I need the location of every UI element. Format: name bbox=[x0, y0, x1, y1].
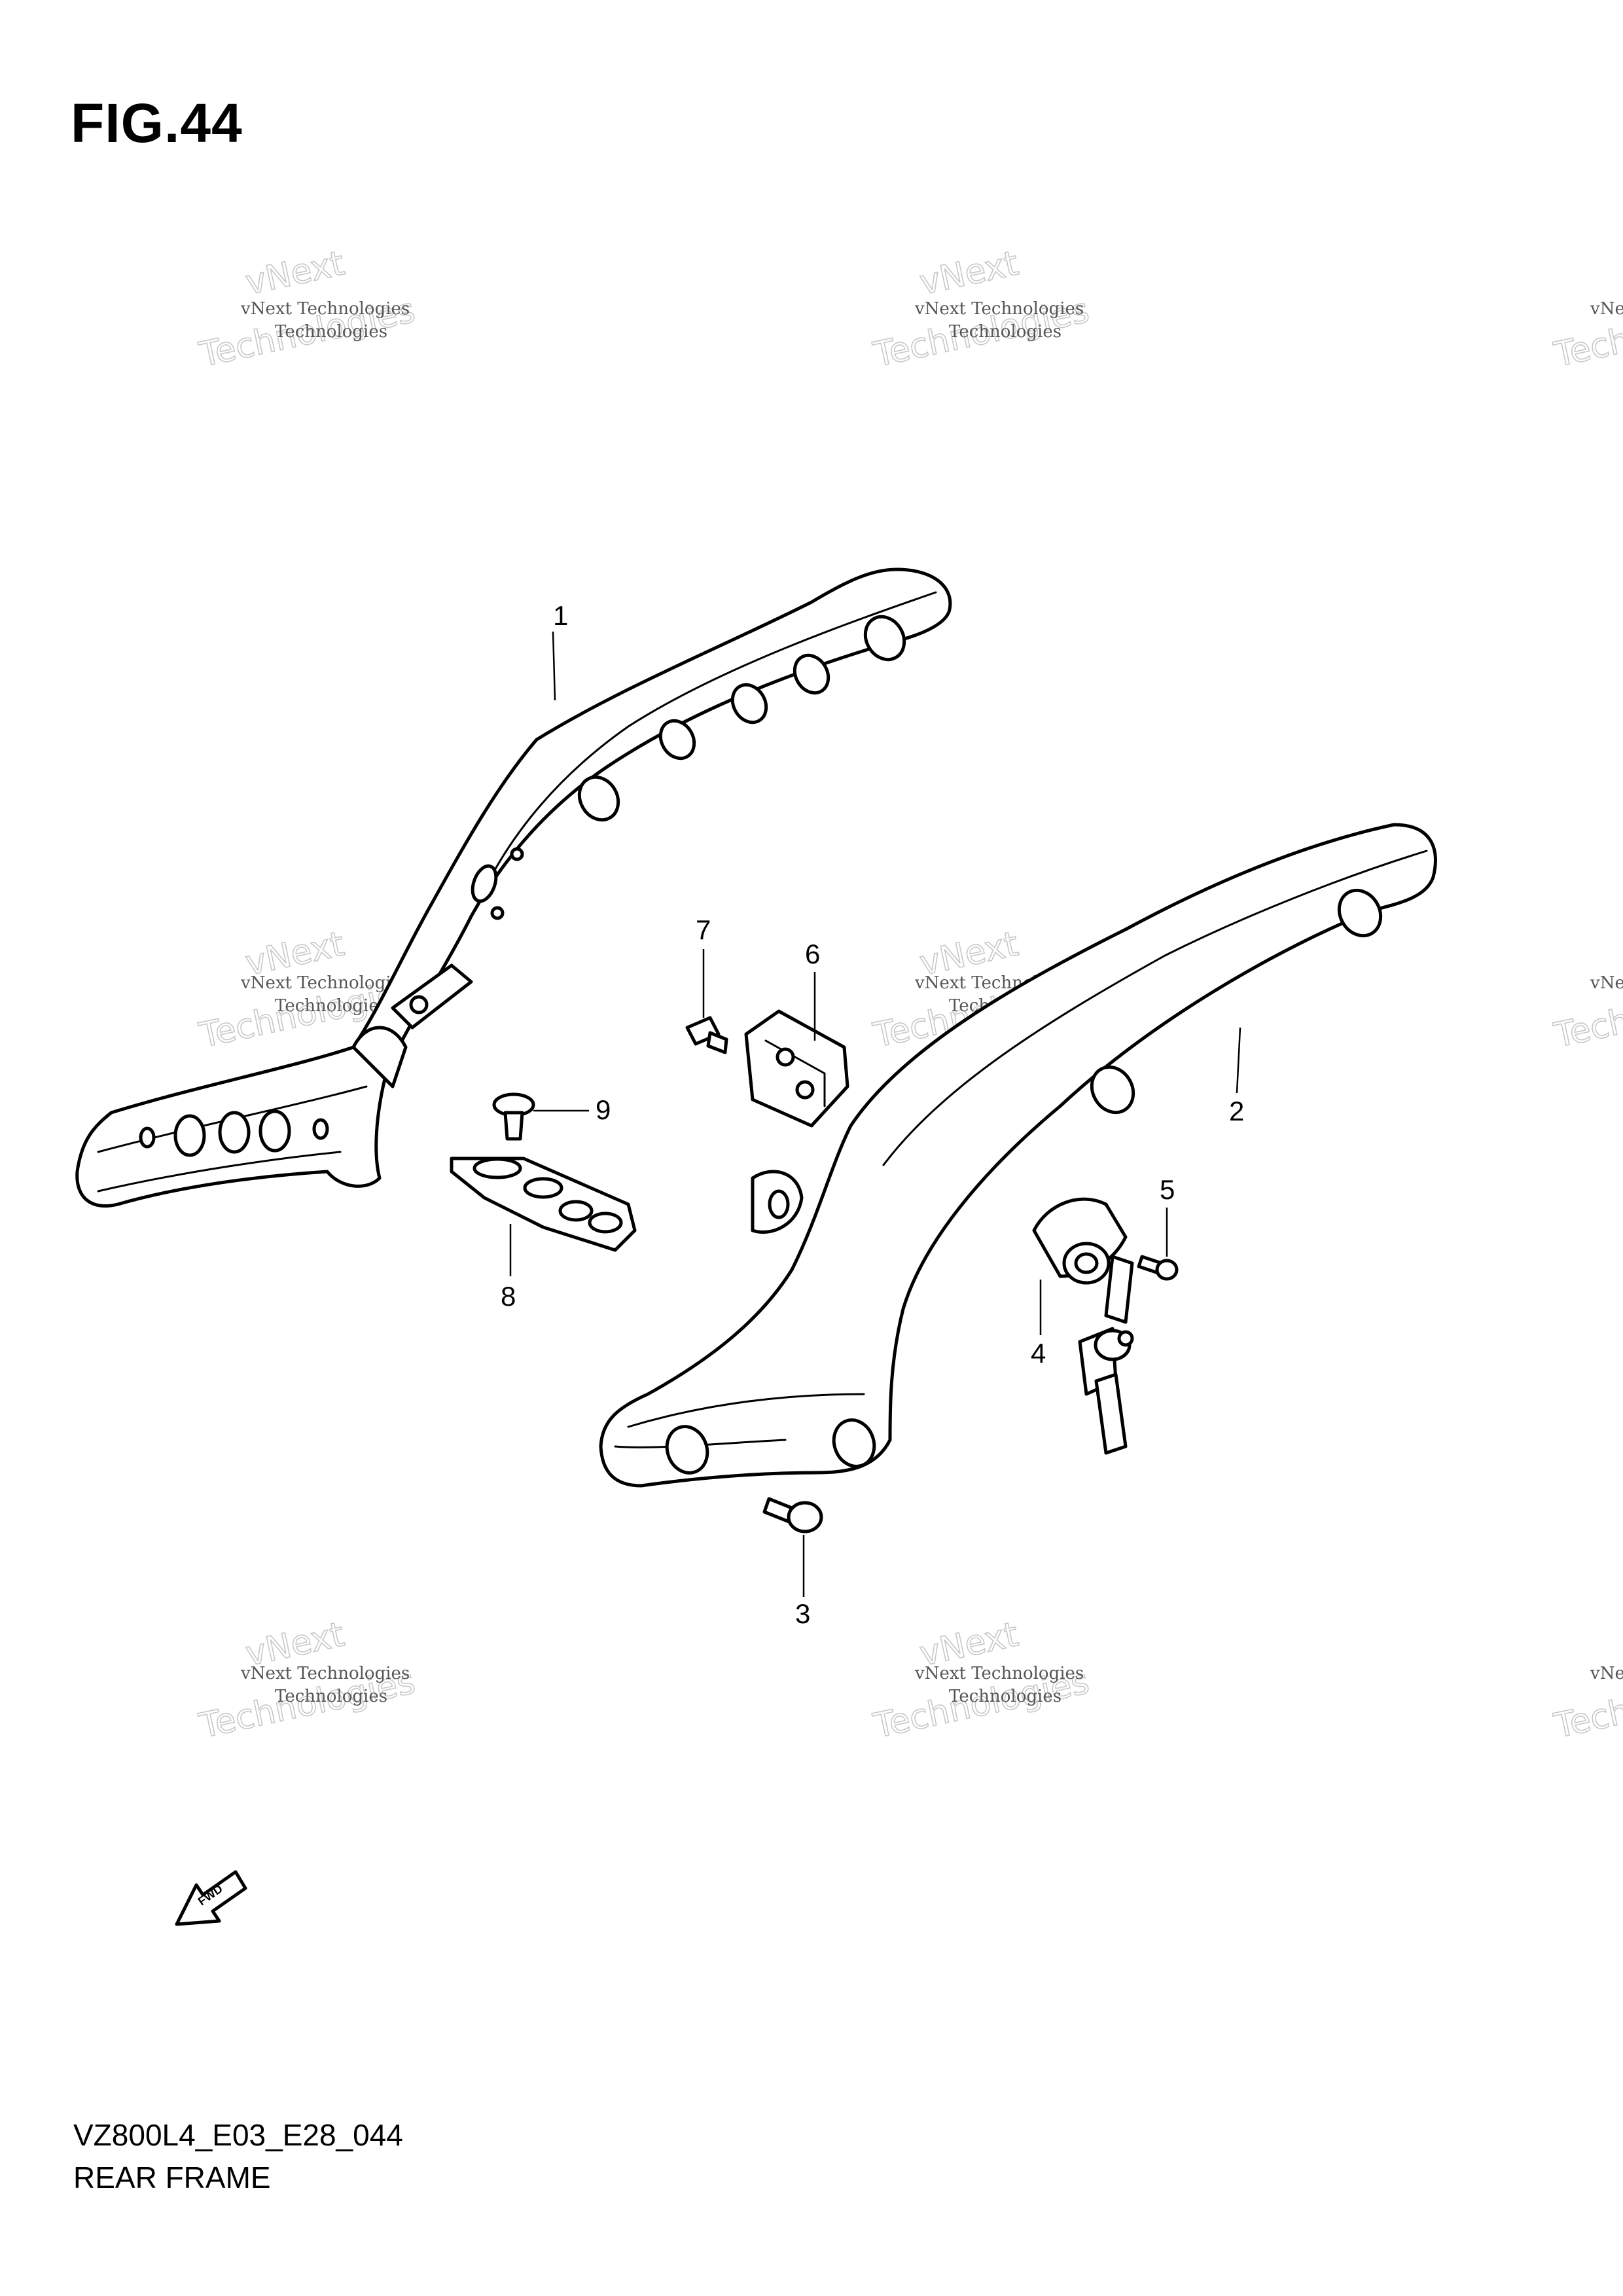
callout-7: 7 bbox=[696, 914, 711, 945]
watermark-bottom-right: Technologies vNext bbox=[1550, 1662, 1623, 1747]
part-1-left-frame bbox=[75, 567, 952, 1208]
part-9-screw bbox=[492, 1092, 535, 1141]
svg-text:Technologies: Technologies bbox=[949, 1687, 1061, 1706]
svg-text:vNext: vNext bbox=[1590, 1664, 1623, 1683]
callout-5: 5 bbox=[1160, 1174, 1175, 1205]
part-3-bolt bbox=[762, 1497, 823, 1534]
model-code: VZ800L4_E03_E28_044 bbox=[73, 2118, 403, 2152]
svg-text:vNext Technologies: vNext Technologies bbox=[240, 1664, 410, 1683]
callout-9: 9 bbox=[596, 1094, 611, 1125]
svg-text:vNext: vNext bbox=[916, 243, 1022, 302]
svg-text:vNext: vNext bbox=[242, 243, 348, 302]
figure-name: REAR FRAME bbox=[73, 2161, 271, 2195]
svg-text:vNext Technologies: vNext Technologies bbox=[914, 1664, 1084, 1683]
svg-text:Technologies: Technologies bbox=[949, 322, 1061, 342]
svg-text:vNext Technologies: vNext Technologies bbox=[240, 973, 410, 993]
part-4-lock-assembly bbox=[1032, 1197, 1134, 1455]
svg-text:Technologies: Technologies bbox=[275, 996, 387, 1016]
svg-text:vNext: vNext bbox=[1590, 973, 1623, 993]
part-7-flange-bolt bbox=[685, 1016, 728, 1054]
watermark-top-right: Technologies vNext bbox=[1550, 291, 1623, 376]
watermark-mid-right: Technologies vNext bbox=[1550, 971, 1623, 1056]
part-6-bracket bbox=[744, 1009, 849, 1128]
figure-title: FIG.44 bbox=[71, 92, 243, 154]
watermark-top-left: vNext Technologies vNext Technologies Te… bbox=[195, 243, 419, 376]
svg-text:vNext: vNext bbox=[1590, 299, 1623, 319]
svg-text:Technologies: Technologies bbox=[275, 322, 387, 342]
watermark-top-center: vNext Technologies vNext Technologies Te… bbox=[869, 243, 1093, 376]
watermark-bottom-left: vNext Technologies vNext Technologies Te… bbox=[195, 1615, 419, 1747]
callout-6: 6 bbox=[805, 939, 820, 969]
callout-4: 4 bbox=[1031, 1338, 1046, 1369]
part-2-right-frame bbox=[599, 823, 1437, 1488]
part-5-screw bbox=[1137, 1255, 1179, 1281]
callout-1: 1 bbox=[553, 600, 568, 631]
callout-8: 8 bbox=[501, 1281, 516, 1312]
svg-text:vNext Technologies: vNext Technologies bbox=[914, 299, 1084, 319]
fwd-arrow-icon: FWD bbox=[175, 1870, 247, 1926]
part-8-plate bbox=[450, 1157, 637, 1252]
watermark-bottom-center: vNext Technologies vNext Technologies Te… bbox=[869, 1615, 1093, 1747]
callout-3: 3 bbox=[795, 1598, 810, 1629]
callout-2: 2 bbox=[1229, 1096, 1244, 1126]
svg-text:vNext Technologies: vNext Technologies bbox=[240, 299, 410, 319]
svg-text:Technologies: Technologies bbox=[275, 1687, 387, 1706]
